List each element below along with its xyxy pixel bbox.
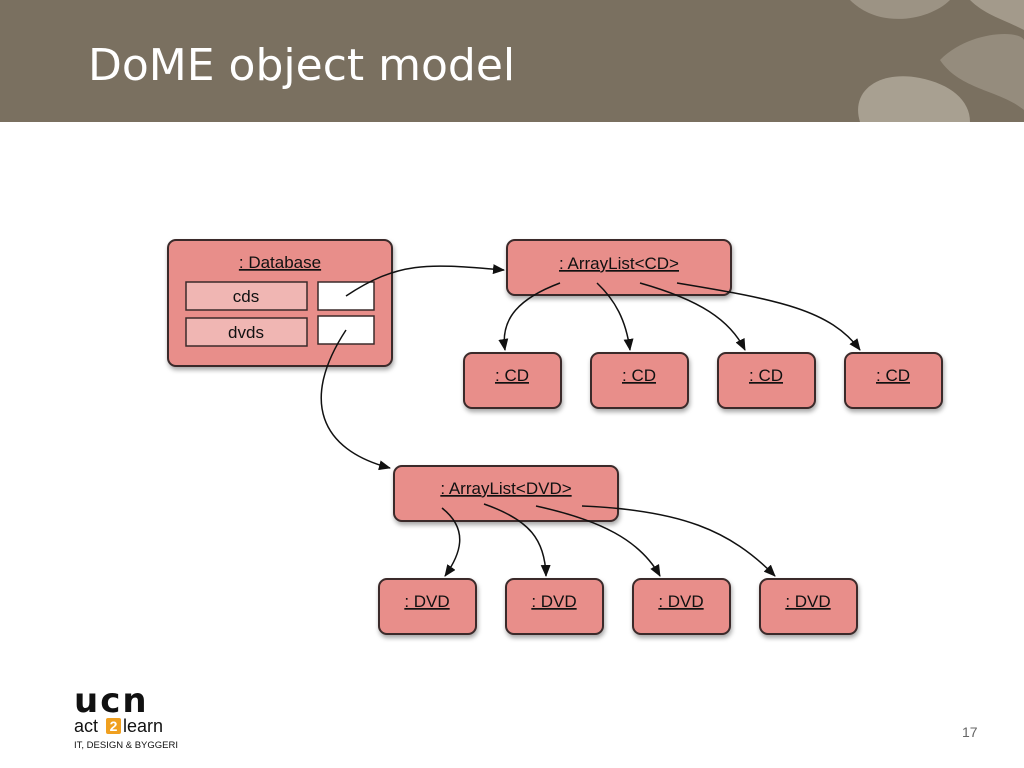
logo-brand: ucn <box>74 684 149 721</box>
svg-text:: CD: : CD <box>749 366 783 385</box>
svg-text:: DVD: : DVD <box>785 592 830 611</box>
cd-list-label: : ArrayList<CD> <box>559 254 679 273</box>
svg-text:: CD: : CD <box>622 366 656 385</box>
arrow-cd-list-to-cd-4 <box>676 282 861 351</box>
cd-item: : CD <box>844 352 943 409</box>
dvd-item: : DVD <box>632 578 731 635</box>
database-label: : Database <box>239 253 321 272</box>
arrow-dvd-list-to-dvd-4 <box>581 505 776 577</box>
logo-subtitle: IT, DESIGN & BYGGERI <box>74 740 178 751</box>
svg-text:: DVD: : DVD <box>531 592 576 611</box>
svg-text:: CD: : CD <box>876 366 910 385</box>
arrow-cd-list-to-cd-2 <box>596 282 634 351</box>
logo-digit-box <box>106 718 121 734</box>
arrow-dvd-list-to-dvd-2 <box>483 503 551 577</box>
header-decoration <box>850 0 1024 122</box>
svg-text:: DVD: : DVD <box>404 592 449 611</box>
slide-title: DoME object model <box>88 40 516 91</box>
cd-item: : CD <box>463 352 562 409</box>
dvd-item: : DVD <box>505 578 604 635</box>
slide-header: DoME object model <box>0 0 1024 122</box>
dvd-item: : DVD <box>378 578 477 635</box>
ucn-logo: ucn act 2 learn IT, DESIGN & BYGGERI <box>74 684 178 751</box>
arrow-cds-to-cd-list <box>345 264 505 297</box>
field-cds-label: cds <box>233 287 259 306</box>
arrow-dvd-list-to-dvd-3 <box>535 505 661 577</box>
svg-text:: CD: : CD <box>495 366 529 385</box>
field-dvds-label: dvds <box>228 323 264 342</box>
field-cds-box <box>185 281 308 311</box>
page-number: 17 <box>962 724 978 740</box>
cd-list-object: : ArrayList<CD> <box>506 239 732 296</box>
database-object: : Database cds dvds <box>167 239 393 367</box>
dvd-item: : DVD <box>759 578 858 635</box>
svg-text:: DVD: : DVD <box>658 592 703 611</box>
arrow-dvd-list-to-dvd-1 <box>441 507 461 577</box>
arrow-cd-list-to-cd-3 <box>639 282 746 351</box>
arrow-cd-list-to-cd-1 <box>498 282 561 351</box>
logo-tagline-digit: 2 <box>110 718 118 734</box>
cd-item: : CD <box>717 352 816 409</box>
dvd-list-label: : ArrayList<DVD> <box>440 479 571 498</box>
arrow-dvds-to-dvd-list <box>320 329 391 471</box>
dvd-list-object: : ArrayList<DVD> <box>393 465 619 522</box>
cd-item: : CD <box>590 352 689 409</box>
logo-tagline-suffix: learn <box>123 716 163 736</box>
field-dvds-box <box>185 317 308 347</box>
logo-tagline-prefix: act <box>74 716 98 736</box>
